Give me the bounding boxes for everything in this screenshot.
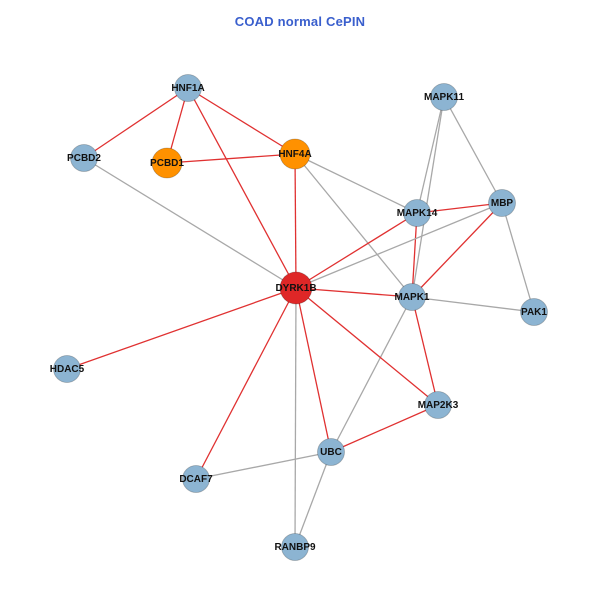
edge-MAPK1-PAK1	[411, 296, 535, 313]
node-PAK1: PAK1	[520, 298, 548, 326]
node-circle-HNF4A	[279, 138, 311, 170]
edge-PCBD1-HNF4A	[166, 153, 296, 164]
edge-MBP-DYRK1B	[295, 202, 503, 289]
node-MAPK11: MAPK11	[424, 83, 464, 111]
edge-HNF4A-DYRK1B	[294, 153, 297, 289]
node-circle-MAP2K3	[424, 391, 452, 419]
edge-DYRK1B-UBC	[295, 287, 332, 453]
node-circle-MAPK11	[430, 83, 458, 111]
node-RANBP9: RANBP9	[274, 533, 316, 561]
node-circle-MAPK1	[398, 283, 426, 311]
node-MAP2K3: MAP2K3	[418, 391, 459, 419]
edge-HNF1A-PCBD2	[83, 87, 189, 159]
edge-DYRK1B-DCAF7	[195, 287, 297, 480]
edge-UBC-MAP2K3	[330, 404, 439, 453]
edge-MAPK11-MAPK14	[416, 96, 445, 214]
edge-MAPK14-MBP	[416, 202, 503, 214]
edge-HNF4A-MAPK1	[294, 153, 413, 298]
edge-MAPK11-MBP	[443, 96, 503, 204]
edge-MAPK14-DYRK1B	[295, 212, 418, 289]
edge-MAPK1-MAP2K3	[411, 296, 439, 406]
figure-title: COAD normal CePIN	[234, 14, 366, 29]
node-PCBD2: PCBD2	[67, 144, 101, 172]
node-circle-UBC	[317, 438, 345, 466]
edge-HNF4A-MAPK14	[294, 153, 418, 214]
node-MAPK1: MAPK1	[394, 283, 430, 311]
node-circle-PCBD2	[70, 144, 98, 172]
edges-layer	[66, 87, 535, 548]
node-PCBD1: PCBD1	[150, 147, 184, 179]
edge-DYRK1B-RANBP9	[294, 287, 297, 548]
node-circle-HNF1A	[174, 74, 202, 102]
edge-HNF1A-DYRK1B	[187, 87, 297, 289]
node-circle-DYRK1B	[279, 271, 313, 305]
node-circle-RANBP9	[281, 533, 309, 561]
node-circle-DCAF7	[182, 465, 210, 493]
node-HDAC5: HDAC5	[50, 355, 85, 383]
edge-HNF1A-HNF4A	[187, 87, 296, 155]
edge-DYRK1B-HDAC5	[66, 287, 297, 370]
edge-DYRK1B-MAP2K3	[295, 287, 439, 406]
edge-UBC-DCAF7	[195, 451, 332, 480]
node-UBC: UBC	[317, 438, 345, 466]
edge-MAPK1-DYRK1B	[295, 287, 413, 298]
edge-MBP-PAK1	[501, 202, 535, 313]
node-HNF1A: HNF1A	[171, 74, 205, 102]
edge-MAPK14-MAPK1	[411, 212, 418, 298]
node-circle-HDAC5	[53, 355, 81, 383]
node-circle-MBP	[488, 189, 516, 217]
edge-PCBD2-DYRK1B	[83, 157, 297, 289]
edge-MBP-MAPK1	[411, 202, 503, 298]
node-circle-PCBD1	[151, 147, 183, 179]
node-circle-MAPK14	[403, 199, 431, 227]
node-MBP: MBP	[488, 189, 516, 217]
node-HNF4A: HNF4A	[278, 138, 312, 170]
edge-MAPK11-MAPK1	[411, 96, 445, 298]
node-DCAF7: DCAF7	[179, 465, 213, 493]
edge-MAPK1-UBC	[330, 296, 413, 453]
node-circle-PAK1	[520, 298, 548, 326]
edge-UBC-RANBP9	[294, 451, 332, 548]
